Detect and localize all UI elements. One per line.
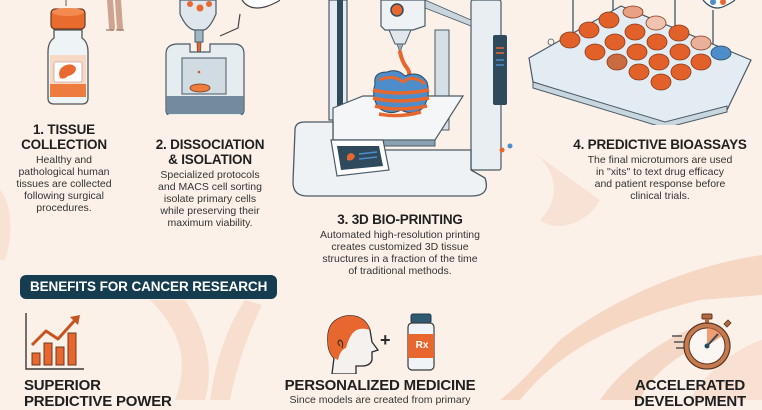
specimen-vial-icon — [40, 0, 140, 115]
step-4-block: 4. PREDICTIVE BIOASSAYS The final microt… — [560, 137, 760, 202]
step-4-description: The final microtumors are used in "xits"… — [587, 154, 733, 202]
benefits-header: BENEFITS FOR CANCER RESEARCH — [20, 275, 278, 299]
bioprinter-icon — [285, 0, 515, 200]
benefit-2-block: PERSONALIZED MEDICINE Since models are c… — [250, 377, 510, 407]
well-plate-icon — [525, 0, 762, 125]
step-3-title: 3. 3D BIO-PRINTING — [337, 212, 463, 227]
benefit-3-block: ACCELERATED DEVELOPMENT — [620, 378, 760, 410]
rising-bar-chart-icon — [24, 313, 84, 371]
step-3-description: Automated high-resolution printing creat… — [320, 229, 480, 277]
step-4-title: 4. PREDICTIVE BIOASSAYS — [573, 137, 747, 152]
step-1-title-line1: 1. TISSUE — [33, 122, 95, 137]
step-2-title-line2: & ISOLATION — [168, 152, 252, 167]
benefit-1-title-line1: SUPERIOR — [24, 377, 101, 394]
step-1-title-line2: COLLECTION — [21, 137, 107, 152]
step-2-block: 2. DISSOCIATION & ISOLATION Specialized … — [148, 137, 272, 229]
benefit-1-block: SUPERIOR PREDICTIVE POWER — [24, 378, 224, 410]
step-2-title-line1: 2. DISSOCIATION — [155, 137, 265, 152]
benefit-3-title-line2: DEVELOPMENT — [634, 393, 746, 410]
step-1-description: Healthy and pathological human tissues a… — [16, 154, 112, 214]
benefit-2-description: Since models are created from primary — [289, 394, 471, 406]
step-2-description: Specialized protocols and MACS cell sort… — [158, 169, 262, 229]
benefit-2-title: PERSONALIZED MEDICINE — [284, 377, 476, 394]
benefit-1-title-line2: PREDICTIVE POWER — [24, 393, 172, 410]
patient-plus-rx-icon: + Rx — [322, 312, 442, 374]
step-1-block: 1. TISSUE COLLECTION Healthy and patholo… — [4, 122, 124, 214]
cell-sorter-icon — [160, 0, 280, 115]
step-3-block: 3. 3D BIO-PRINTING Automated high-resolu… — [290, 212, 510, 277]
plus-sign: + — [380, 330, 391, 350]
benefit-3-title-line1: ACCELERATED — [634, 377, 746, 394]
rx-label: Rx — [415, 340, 429, 351]
stopwatch-icon — [672, 312, 738, 372]
